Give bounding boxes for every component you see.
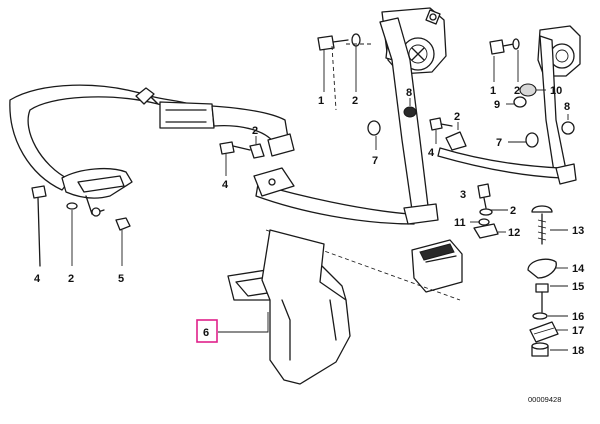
callout-9: 9 [494,99,500,111]
right-retractor [429,25,581,185]
callout-17: 17 [572,325,584,337]
callout-12: 12 [508,227,520,239]
callout-2: 2 [454,111,460,123]
callout-11: 11 [454,217,466,229]
callout-5: 5 [118,273,124,285]
callout-14: 14 [572,263,585,275]
callout-18: 18 [572,345,584,357]
assembly-guides [265,43,461,301]
callout-10: 10 [550,85,562,97]
callout-labels: 1 2 8 7 1 2 10 9 8 7 2 4 2 4 4 2 5 3 2 1… [34,85,585,404]
callout-1: 1 [490,85,496,97]
callout-3: 3 [460,189,466,201]
part-code: 00009428 [528,395,561,404]
trim-cover-part-6 [218,229,351,385]
callout-7: 7 [372,155,378,167]
center-retractor [253,7,447,225]
callout-1: 1 [318,95,324,107]
left-lap-belt [9,84,291,267]
callout-4: 4 [34,273,41,285]
callout-2: 2 [514,85,520,97]
center-anchor-bolt [219,133,295,176]
callout-7: 7 [496,137,502,149]
callout-6: 6 [203,327,209,339]
callout-4: 4 [428,147,435,159]
callout-13: 13 [572,225,584,237]
center-buckle [411,183,508,293]
callout-16: 16 [572,311,584,323]
callout-8: 8 [564,101,570,113]
callout-15: 15 [572,281,584,293]
callout-4: 4 [222,179,229,191]
callout-8: 8 [406,87,412,99]
highlight-box [196,319,218,343]
callout-2: 2 [510,205,516,217]
callout-2: 2 [252,125,258,137]
parts-column [527,205,568,357]
callout-2: 2 [68,273,74,285]
callout-2: 2 [352,95,358,107]
